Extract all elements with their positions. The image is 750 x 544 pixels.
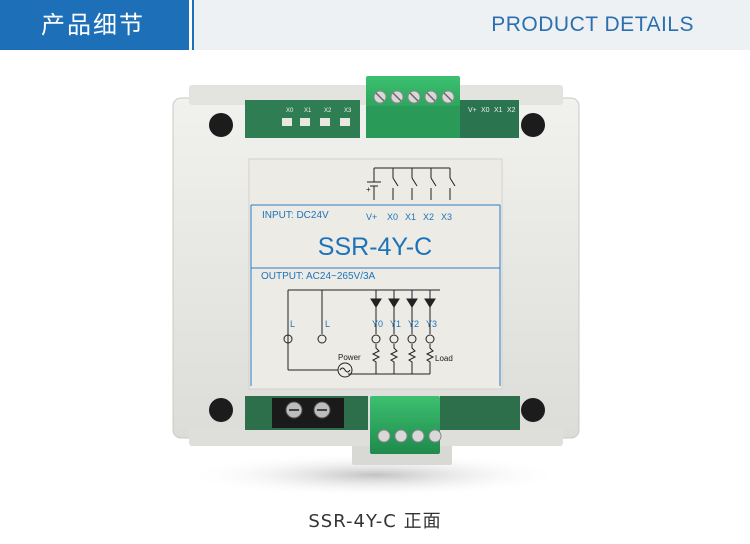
side-label: X2 [507, 107, 516, 114]
side-label: X1 [494, 107, 503, 114]
output-spec-label: OUTPUT: AC24~265V/3A [261, 271, 376, 282]
pcb-label: X3 [344, 108, 352, 114]
pcb-label: X0 [286, 108, 294, 114]
line-label: L [325, 319, 330, 329]
output-terminal-label: Y0 [372, 319, 383, 329]
pcb-label: X2 [324, 108, 332, 114]
mount-holes [209, 113, 545, 422]
tab-accent-stripe-2 [192, 0, 194, 50]
page-title-cn: 产品细节 [41, 11, 145, 39]
page-title-en: PRODUCT DETAILS [491, 13, 694, 36]
product-photo: X0 X1 X2 X3 V+ X0 X1 X2 [172, 76, 580, 497]
product-caption: SSR-4Y-C 正面 [308, 511, 442, 532]
tab-accent-stripe [186, 0, 189, 50]
output-schematic [283, 289, 440, 378]
output-terminal-label: Y3 [426, 319, 437, 329]
input-terminal-label: X2 [423, 212, 434, 222]
tab-gap [189, 0, 192, 50]
model-label: SSR-4Y-C [318, 233, 432, 261]
input-terminal-block [366, 76, 460, 138]
output-terminal-block [370, 396, 442, 454]
power-label: Power [338, 353, 361, 362]
load-label: Load [435, 354, 453, 363]
line-label: L [290, 319, 295, 329]
side-label: X0 [481, 107, 490, 114]
power-terminal-block [272, 398, 344, 428]
output-terminal-label: Y2 [408, 319, 419, 329]
input-terminal-label: V+ [366, 212, 377, 222]
side-label: V+ [468, 107, 477, 114]
floor-shadow [185, 453, 565, 497]
input-terminal-label: X1 [405, 212, 416, 222]
input-terminal-label: X3 [441, 212, 452, 222]
input-schematic [367, 167, 456, 200]
input-terminal-label: X0 [387, 212, 398, 222]
header-bar: 产品细节 PRODUCT DETAILS [0, 0, 750, 50]
plus-sign: + [366, 185, 371, 194]
output-terminal-label: Y1 [390, 319, 401, 329]
input-spec-label: INPUT: DC24V [262, 210, 329, 221]
front-label-panel: + V+ X0 X1 X2 X3 INPUT: DC24V SSR-4Y-C O… [248, 158, 503, 390]
title-tab [0, 0, 186, 50]
pcb-label: X1 [304, 108, 312, 114]
pcb-leds-top: X0 X1 X2 X3 [282, 108, 352, 126]
side-labels: V+ X0 X1 X2 [468, 107, 516, 114]
